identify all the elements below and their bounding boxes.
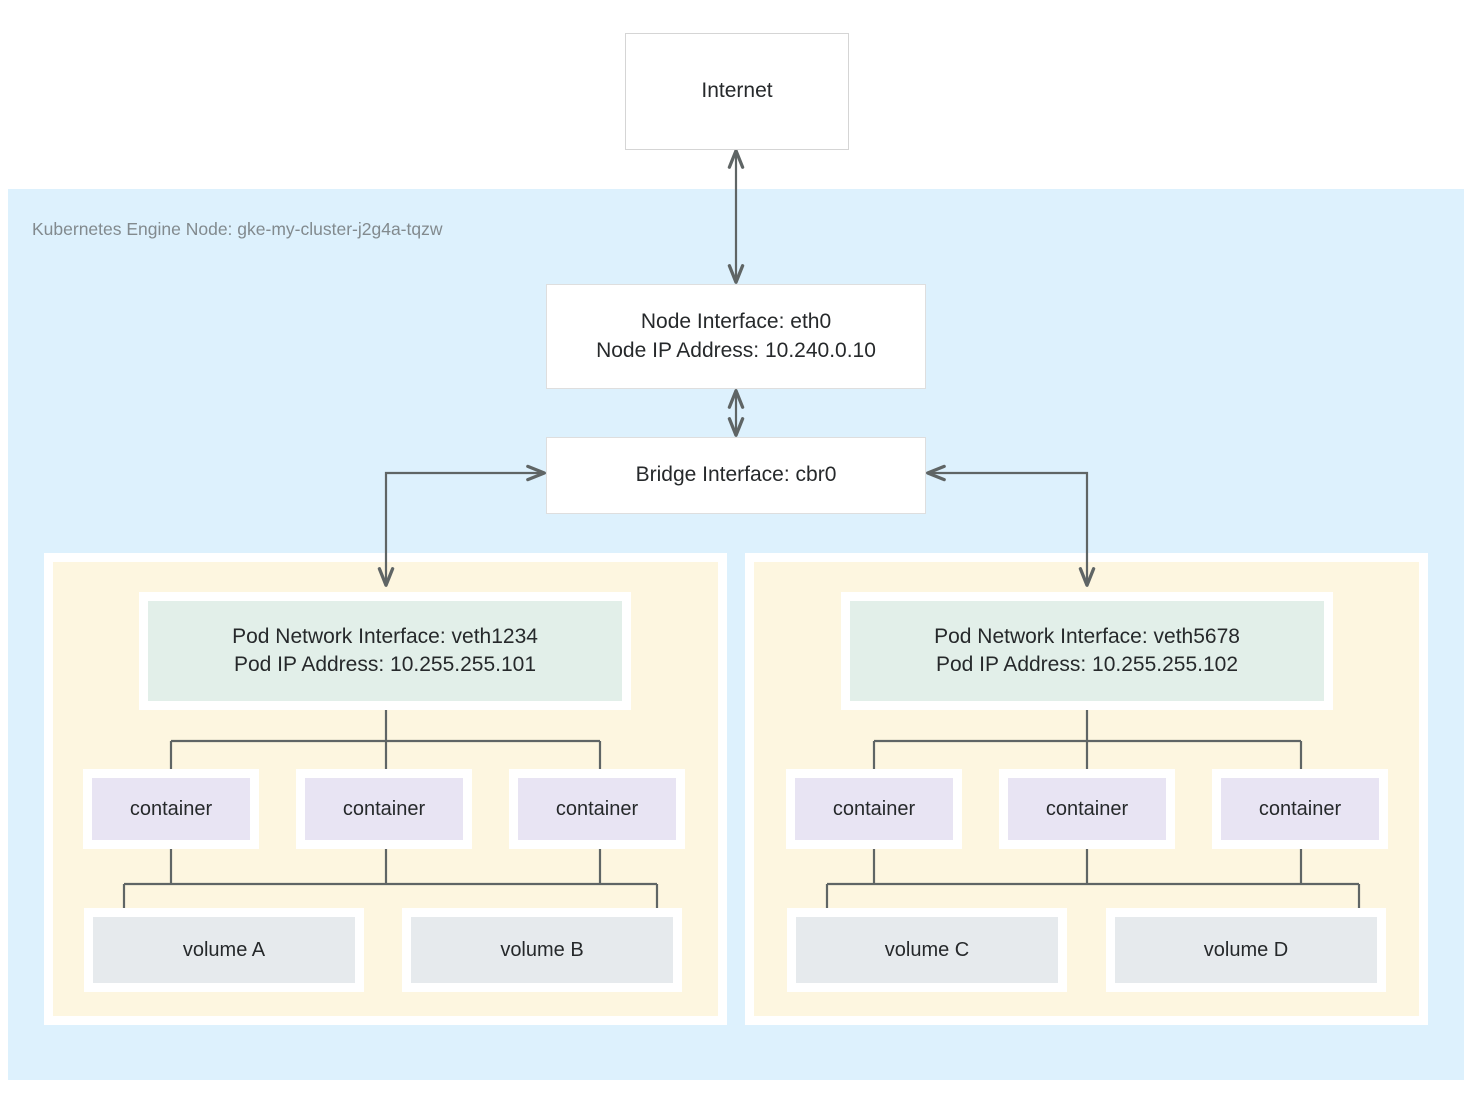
node-interface-name: Node Interface: eth0 xyxy=(640,310,832,334)
container-label: container xyxy=(832,797,916,820)
internet-label: Internet xyxy=(701,79,773,103)
volume-box-a: volume A xyxy=(84,908,364,992)
pod-network-interface-name-1: Pod Network Interface: veth1234 xyxy=(232,624,538,648)
volume-box-b: volume B xyxy=(402,908,682,992)
bridge-interface-label: Bridge Interface: cbr0 xyxy=(635,463,837,487)
container-box-4: container xyxy=(786,769,962,849)
container-label: container xyxy=(342,797,426,820)
container-box-2: container xyxy=(296,769,472,849)
container-label: container xyxy=(555,797,639,820)
node-interface-box: Node Interface: eth0 Node IP Address: 10… xyxy=(546,284,926,389)
volume-box-d: volume D xyxy=(1106,908,1386,992)
pod-network-interface-1: Pod Network Interface: veth1234 Pod IP A… xyxy=(139,592,631,710)
volume-label: volume D xyxy=(1203,938,1289,961)
internet-box: Internet xyxy=(625,33,849,150)
volume-label: volume C xyxy=(884,938,970,961)
volume-box-c: volume C xyxy=(787,908,1067,992)
container-box-6: container xyxy=(1212,769,1388,849)
container-box-5: container xyxy=(999,769,1175,849)
pod-ip-address-1: Pod IP Address: 10.255.255.101 xyxy=(233,653,537,676)
bridge-interface-box: Bridge Interface: cbr0 xyxy=(546,437,926,514)
pod-ip-address-2: Pod IP Address: 10.255.255.102 xyxy=(935,653,1239,676)
volume-label: volume B xyxy=(500,938,584,961)
container-label: container xyxy=(129,797,213,820)
container-box-3: container xyxy=(509,769,685,849)
kubernetes-node-label: Kubernetes Engine Node: gke-my-cluster-j… xyxy=(32,219,443,239)
pod-network-interface-2: Pod Network Interface: veth5678 Pod IP A… xyxy=(841,592,1333,710)
container-label: container xyxy=(1258,797,1342,820)
volume-label: volume A xyxy=(182,938,266,961)
container-box-1: container xyxy=(83,769,259,849)
container-label: container xyxy=(1045,797,1129,820)
pod-network-interface-name-2: Pod Network Interface: veth5678 xyxy=(934,624,1240,648)
node-ip-address: Node IP Address: 10.240.0.10 xyxy=(596,338,876,362)
